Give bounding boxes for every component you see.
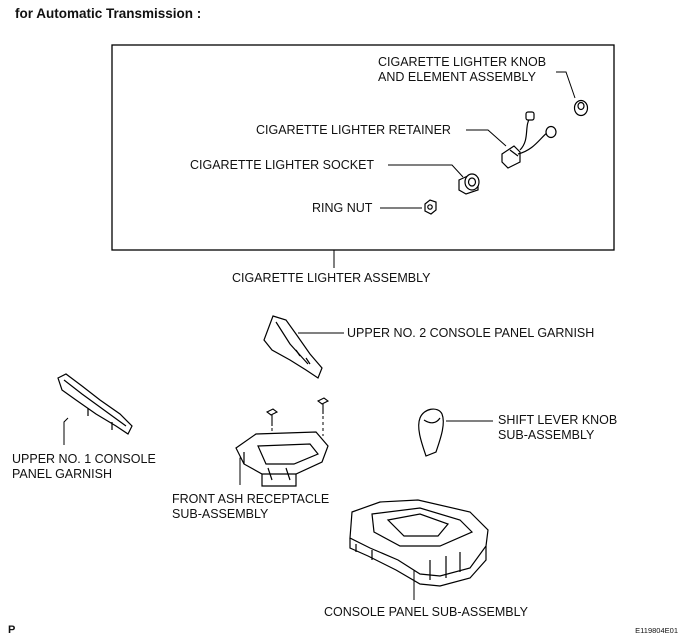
footer-page-marker: P <box>8 624 16 636</box>
retainer-label: CIGARETTE LIGHTER RETAINER <box>256 123 451 137</box>
console-panel-part <box>349 499 489 587</box>
lighter-knob-part <box>573 99 589 117</box>
upper-no2-garnish-part <box>263 315 323 379</box>
upper-no1-garnish-part <box>57 373 133 435</box>
ring-nut-label: RING NUT <box>312 201 373 215</box>
lighter-socket-part <box>458 173 480 195</box>
retainer-leader <box>466 129 507 147</box>
shift-knob-part <box>418 408 444 457</box>
ring-nut-part <box>424 199 437 215</box>
lighter-retainer-part <box>501 111 557 169</box>
diagram-heading: for Automatic Transmission : <box>15 6 202 21</box>
lighter-detail-box <box>111 44 615 251</box>
socket-leader <box>388 164 464 178</box>
lighter-assembly-label: CIGARETTE LIGHTER ASSEMBLY <box>232 271 431 285</box>
shift-knob-label: SHIFT LEVER KNOB SUB-ASSEMBLY <box>498 413 618 442</box>
ash-receptacle-part <box>235 431 329 487</box>
upper1-label: UPPER NO. 1 CONSOLE PANEL GARNISH <box>12 452 156 481</box>
upper1-leader <box>63 417 69 445</box>
knob-label: CIGARETTE LIGHTER KNOB AND ELEMENT ASSEM… <box>378 55 547 84</box>
upper2-label: UPPER NO. 2 CONSOLE PANEL GARNISH <box>347 326 595 340</box>
console-panel-label: CONSOLE PANEL SUB-ASSEMBLY <box>324 605 528 619</box>
knob-leader <box>556 71 576 99</box>
ash-receptacle-label: FRONT ASH RECEPTACLE SUB-ASSEMBLY <box>172 492 330 521</box>
footer-figure-code: E119804E01 <box>635 626 678 635</box>
socket-label: CIGARETTE LIGHTER SOCKET <box>190 158 375 172</box>
ash-receptacle-screws <box>265 397 330 426</box>
